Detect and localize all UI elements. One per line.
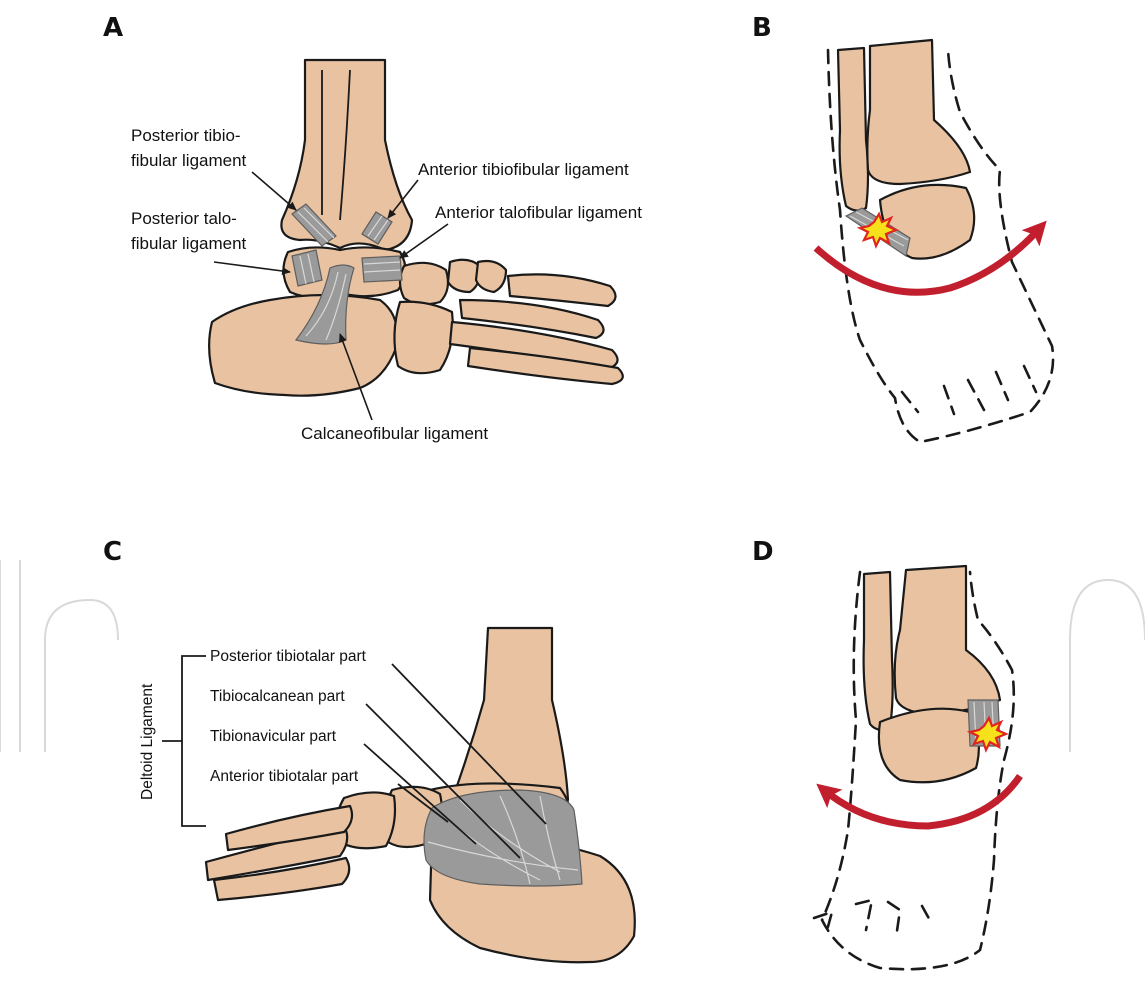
panel-letter-d: D <box>752 537 774 567</box>
toe-marks-b <box>902 366 1036 414</box>
label-posterior-tibiofibular-line2: fibular ligament <box>131 151 247 170</box>
panel-letter-c: C <box>103 537 122 567</box>
metatarsal-1 <box>508 274 616 306</box>
posterior-talofibular-ligament <box>292 250 322 286</box>
panel-a: A <box>103 13 642 443</box>
panel-d: D <box>752 537 1020 969</box>
label-calcaneofibular: Calcaneofibular ligament <box>301 424 488 443</box>
deltoid-bracket <box>162 656 206 826</box>
cuneiform-2 <box>476 261 506 292</box>
label-tibionavicular: Tibionavicular part <box>210 728 337 745</box>
panel-c: C Deltoid Ligament Posterior tibiotalar … <box>103 537 635 962</box>
fibula-b <box>838 48 868 211</box>
tibia-c <box>452 628 568 808</box>
label-tibiocalcanean: Tibiocalcanean part <box>210 688 345 705</box>
cuboid <box>394 302 452 373</box>
fibula-d <box>864 572 893 730</box>
deltoid-ligament-label: Deltoid Ligament <box>139 683 156 800</box>
label-posterior-tibiotalar: Posterior tibiotalar part <box>210 648 367 665</box>
label-posterior-tibiofibular-line1: Posterior tibio- <box>131 126 241 145</box>
navicular <box>400 263 448 304</box>
anterior-talofibular-ligament <box>362 256 402 282</box>
tibia-d <box>895 566 1000 714</box>
label-anterior-tibiofibular: Anterior tibiofibular ligament <box>418 160 629 179</box>
label-anterior-talofibular: Anterior talofibular ligament <box>435 203 642 222</box>
panel-letter-a: A <box>103 13 123 43</box>
label-posterior-talofibular-line1: Posterior talo- <box>131 209 237 228</box>
talus-d <box>879 709 979 783</box>
calcaneus <box>209 295 397 396</box>
label-posterior-talofibular-line2: fibular ligament <box>131 234 247 253</box>
leader-posterior-tibiofibular <box>252 172 296 210</box>
deltoid-ligament <box>424 790 582 886</box>
toe-marks-d <box>814 900 932 938</box>
tibia-b <box>867 40 970 184</box>
rotation-arrow-d <box>824 776 1020 826</box>
label-anterior-tibiotalar: Anterior tibiotalar part <box>210 768 359 785</box>
leader-posterior-talofibular <box>214 262 290 272</box>
panel-b: B <box>752 13 1053 442</box>
panel-letter-b: B <box>752 13 772 43</box>
